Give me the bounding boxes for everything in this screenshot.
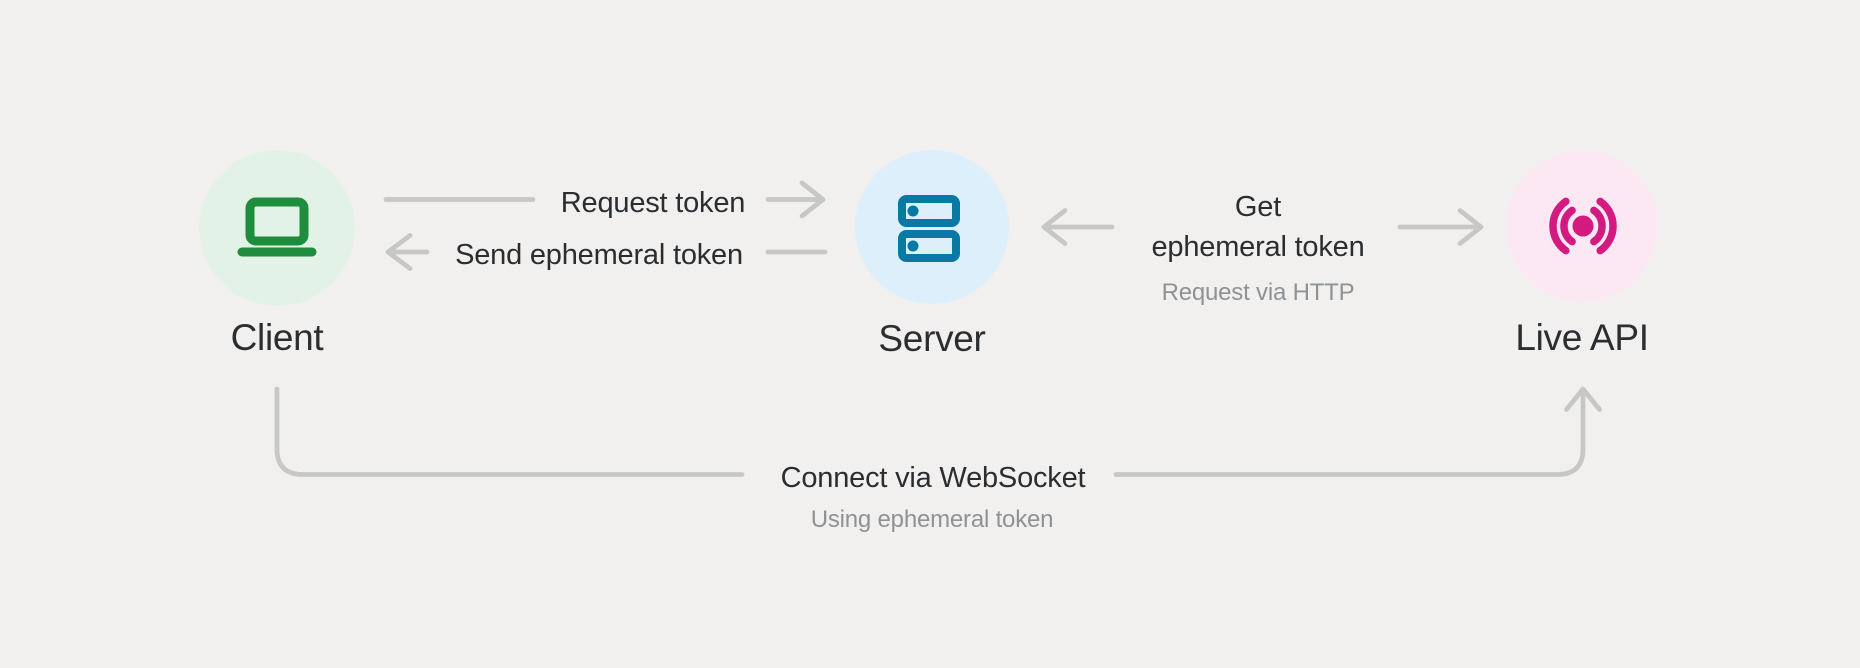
websocket-arrowhead (1564, 386, 1602, 412)
send-token-arrowhead (385, 233, 430, 271)
get-ephemeral-token-line1: Get (1234, 191, 1282, 223)
request-token-arrowhead (765, 180, 826, 219)
client-label: Client (230, 317, 324, 358)
send-ephemeral-token-label: Send ephemeral token (455, 239, 743, 271)
get-ephemeral-token-line2: ephemeral token (1151, 231, 1365, 263)
get-ephemeral-token-label: Get ephemeral token (1151, 187, 1364, 267)
request-via-http-sublabel: Request via HTTP (1161, 279, 1355, 306)
laptop-icon (237, 197, 317, 257)
websocket-line-right (1113, 388, 1586, 477)
server-icon (898, 195, 960, 262)
live-api-label: Live API (1515, 317, 1649, 358)
request-token-label: Request token (560, 187, 746, 219)
websocket-line-left (274, 386, 745, 477)
broadcast-icon (1549, 197, 1617, 255)
client-circle (199, 150, 355, 306)
connect-websocket-label: Connect via WebSocket (780, 462, 1086, 494)
using-ephemeral-token-sublabel: Using ephemeral token (810, 506, 1054, 533)
get-token-right-arrow (1397, 208, 1484, 246)
server-label: Server (878, 318, 986, 359)
get-token-left-arrow (1041, 208, 1115, 246)
